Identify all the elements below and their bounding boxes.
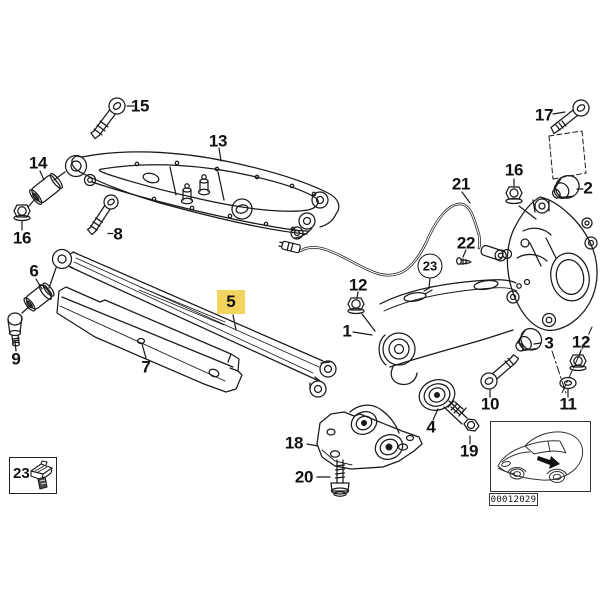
- location-arrow-icon: [537, 456, 560, 469]
- sensor-screw-22-drawing: [456, 257, 472, 266]
- callout-12-left[interactable]: 12: [348, 275, 368, 295]
- callout-23-circled[interactable]: 23: [417, 253, 443, 279]
- callout-1[interactable]: 1: [342, 321, 352, 341]
- nut-16-right-drawing: [505, 186, 537, 220]
- lower-control-arm-drawing: [378, 278, 531, 386]
- trailing-arm-drawing: [64, 151, 340, 240]
- callout-10[interactable]: 10: [480, 394, 500, 414]
- alignment-line-9-6: [21, 267, 57, 314]
- bolt-8-drawing: [86, 194, 119, 236]
- callout-21[interactable]: 21: [451, 174, 471, 194]
- ball-joint-9-drawing: [7, 312, 23, 347]
- callout-23-circled-label: 23: [422, 258, 438, 274]
- rod-cover-drawing: [56, 286, 243, 393]
- callout-14[interactable]: 14: [28, 153, 48, 173]
- callout-16-left[interactable]: 16: [12, 228, 32, 248]
- bolt-17-drawing: [550, 99, 590, 135]
- callout-20[interactable]: 20: [294, 467, 314, 487]
- nut-12-right-drawing: [569, 354, 587, 372]
- leader-lines: [14, 105, 584, 478]
- callout-5-label: 5: [226, 292, 236, 311]
- callout-18[interactable]: 18: [284, 433, 304, 453]
- cable-connector-drawing: [278, 240, 301, 254]
- callout-23-inset: 23: [13, 465, 30, 482]
- callout-8[interactable]: 8: [113, 224, 123, 244]
- callout-13[interactable]: 13: [208, 131, 228, 151]
- callout-17[interactable]: 17: [534, 105, 554, 125]
- alignment-line-16-14: [27, 171, 66, 208]
- bolt-10-drawing: [480, 354, 520, 390]
- clip-icon: [30, 460, 53, 490]
- bushing-2-drawing: [551, 174, 580, 199]
- bolt-20-drawing: [330, 459, 350, 497]
- bolt-15-drawing: [90, 97, 126, 140]
- callout-5-highlighted[interactable]: 5: [217, 290, 245, 314]
- callout-2[interactable]: 2: [583, 178, 593, 198]
- callout-19[interactable]: 19: [459, 441, 479, 461]
- track-rod-drawing: [51, 248, 337, 398]
- callout-12-right[interactable]: 12: [571, 332, 591, 352]
- clip-23-mark: [423, 286, 433, 295]
- nut-12-left-drawing: [347, 297, 376, 332]
- callout-7[interactable]: 7: [141, 357, 151, 377]
- bushing-4-drawing: [418, 379, 467, 417]
- guide-lines-17: [548, 130, 587, 180]
- car-illustration: [497, 431, 584, 483]
- mount-bracket-drawing: [316, 404, 423, 470]
- wheel-carrier-drawing: [501, 196, 598, 331]
- diagram-code: 00012029: [490, 494, 537, 505]
- callout-22[interactable]: 22: [456, 233, 476, 253]
- car-location-inset: [490, 421, 591, 492]
- callout-4[interactable]: 4: [426, 417, 436, 437]
- callout-3[interactable]: 3: [544, 333, 554, 353]
- bolt-19-drawing: [443, 400, 480, 432]
- callout-15[interactable]: 15: [130, 96, 150, 116]
- callout-9[interactable]: 9: [11, 349, 21, 369]
- diagram-code-box: 00012029: [489, 493, 538, 506]
- callout-6[interactable]: 6: [29, 261, 39, 281]
- callout-11[interactable]: 11: [559, 394, 577, 414]
- clip-23-inset-box[interactable]: 23: [9, 457, 57, 494]
- guide-lines-11: [551, 326, 593, 394]
- bushing-6-drawing: [23, 282, 55, 312]
- abs-sensor-drawing: [480, 244, 507, 262]
- callout-16-right[interactable]: 16: [504, 160, 524, 180]
- abs-cable-drawing: [298, 202, 482, 277]
- bushing-3-drawing: [515, 327, 543, 352]
